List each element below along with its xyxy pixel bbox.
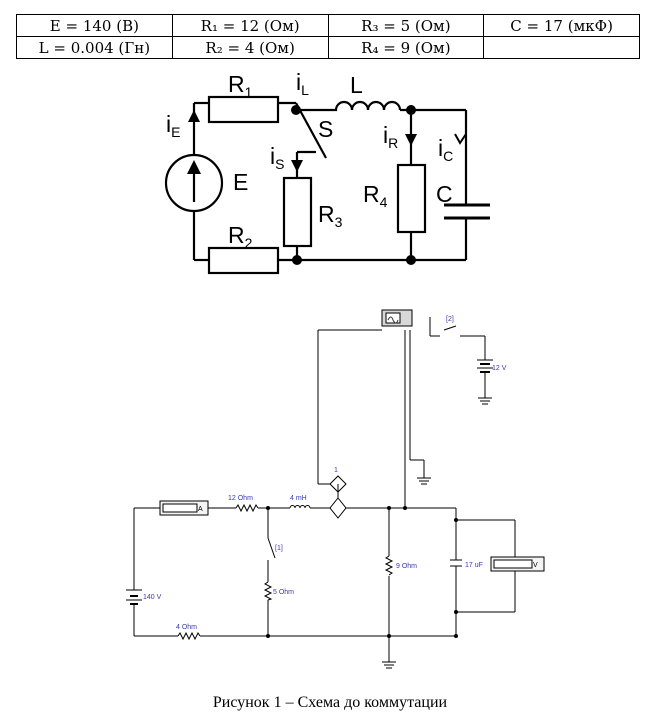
dependent-source	[329, 475, 347, 493]
r3-value: 5 Ohm	[273, 589, 294, 596]
parameters-table: E = 140 (B) R₁ = 12 (Ом) R₃ = 5 (Ом) C =…	[16, 14, 640, 59]
r4-symbol	[396, 163, 427, 234]
current-sensor	[329, 497, 347, 519]
c-label: C	[436, 181, 453, 207]
is-label: iS	[270, 143, 284, 172]
is-arrow-icon	[291, 160, 303, 172]
schematic-arrows	[187, 110, 417, 174]
r1-symbol	[207, 95, 280, 124]
sensor-label: 1	[334, 467, 338, 474]
simulation-labels: 12 Ohm 4 mH 4 Ohm 5 Ohm 9 Ohm 17 uF 140 …	[143, 316, 538, 631]
r2-label: R2	[228, 222, 253, 251]
switch1-label: [1]	[275, 545, 283, 552]
inductor-symbol	[296, 100, 402, 112]
l-label: L	[350, 72, 363, 98]
r3-symbol	[282, 176, 313, 248]
ie-arrow-icon	[188, 110, 200, 122]
r4-value: 9 Ohm	[396, 563, 417, 570]
inductor-symbol	[289, 505, 311, 509]
battery-value: 12 V	[492, 365, 507, 372]
param-l: L = 0.004 (Гн)	[16, 36, 173, 59]
r1-value: 12 Ohm	[228, 495, 253, 502]
ir-label: iR	[383, 122, 398, 151]
schematic-labels: R1 R2 R3 R4 L C E S iE iL iS iR iC	[166, 69, 453, 251]
param-empty	[483, 36, 640, 59]
simulation-components	[126, 309, 545, 641]
r1-symbol	[235, 503, 259, 513]
e-label: E	[233, 169, 248, 195]
r3-symbol	[263, 581, 273, 601]
c-value: 17 uF	[465, 562, 483, 569]
ic-arrow-icon	[454, 133, 467, 145]
r1-label: R1	[228, 71, 253, 100]
r4-label: R4	[363, 181, 388, 210]
r4-symbol	[384, 555, 394, 576]
s-label: S	[318, 116, 333, 142]
r2-symbol	[207, 246, 280, 275]
r2-value: 4 Ohm	[176, 624, 197, 631]
param-e: E = 140 (B)	[16, 14, 173, 37]
ie-label: iE	[166, 111, 180, 140]
param-r2: R₂ = 4 (Ом)	[171, 36, 329, 59]
source-symbol	[164, 153, 224, 213]
r3-label: R3	[318, 201, 343, 230]
r2-symbol	[177, 631, 201, 641]
l-value: 4 mH	[290, 495, 307, 502]
figure-caption: Рисунок 1 – Схема до коммутации	[212, 694, 448, 711]
switch2-label: [2]	[446, 316, 454, 323]
ammeter-label: A	[198, 506, 203, 513]
simulation-diagram	[133, 317, 516, 669]
table-row: L = 0.004 (Гн) R₂ = 4 (Ом) R₄ = 9 (Ом)	[16, 36, 640, 59]
ir-arrow-icon	[405, 134, 417, 146]
simulation-nodes	[266, 506, 458, 638]
source-arrow-icon	[187, 160, 201, 174]
source-value: 140 V	[143, 594, 162, 601]
param-r4: R₄ = 9 (Ом)	[327, 36, 485, 59]
il-label: iL	[296, 69, 309, 98]
voltmeter-label: V	[533, 562, 538, 569]
ic-label: iC	[438, 135, 453, 164]
